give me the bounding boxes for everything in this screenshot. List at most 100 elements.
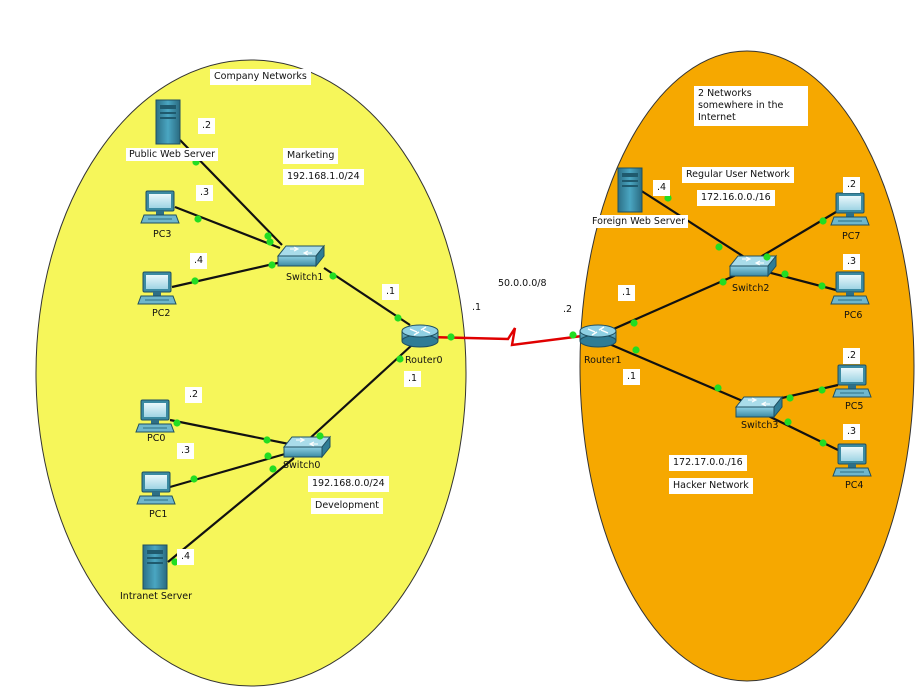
pc7-icon[interactable] <box>830 192 870 226</box>
link-pc2-switch1 <box>171 260 283 289</box>
address-pc1: .3 <box>177 443 195 459</box>
regular-user-network-label: Regular User Network <box>682 167 794 183</box>
label-pc3: PC3 <box>153 229 172 240</box>
label-switch3: Switch3 <box>741 420 779 431</box>
label-public-web-server: Public Web Server <box>126 148 219 161</box>
link-switch0-router0 <box>307 344 413 441</box>
pc3-icon[interactable] <box>140 190 180 224</box>
pc2-icon[interactable] <box>137 271 177 305</box>
port-indicator-switch0 <box>316 432 324 440</box>
port-indicator-switch1 <box>266 238 274 246</box>
label-pc5: PC5 <box>845 401 864 412</box>
router1-icon[interactable] <box>579 324 617 348</box>
link-foreign-web-server-switch2 <box>639 189 753 263</box>
port-indicator-router1 <box>632 346 640 354</box>
development-subnet-label: 192.168.0.0/24 <box>308 476 389 492</box>
company-network-area <box>35 59 467 687</box>
label-intranet-server: Intranet Server <box>120 591 193 602</box>
port-indicator-router0-wan <box>447 333 455 341</box>
foreign-web-server-icon[interactable] <box>617 167 643 213</box>
port-indicator-pc0 <box>173 419 181 427</box>
label-switch0: Switch0 <box>283 460 321 471</box>
address-router0-wan: .1 <box>468 300 486 316</box>
intranet-server-icon[interactable] <box>142 544 168 590</box>
port-indicator-switch2 <box>719 278 727 286</box>
company-networks-label: Company Networks <box>210 69 311 85</box>
address-pc5: .2 <box>843 348 861 364</box>
port-indicator-switch0 <box>263 436 271 444</box>
development-label: Development <box>311 498 383 514</box>
internet-network-area <box>579 50 915 682</box>
address-pc2: .4 <box>190 253 208 269</box>
address-intranet-server: .4 <box>177 549 195 565</box>
label-pc1: PC1 <box>149 509 168 520</box>
hacker-network-label: Hacker Network <box>669 478 753 494</box>
pc5-icon[interactable] <box>832 364 872 398</box>
port-indicator-switch3 <box>714 384 722 392</box>
address-pc6: .3 <box>843 254 861 270</box>
port-indicator-switch3 <box>784 418 792 426</box>
label-foreign-web-server: Foreign Web Server <box>589 215 689 228</box>
pc1-icon[interactable] <box>136 471 176 505</box>
link-router1-switch2 <box>599 266 753 337</box>
pc0-icon[interactable] <box>135 399 175 433</box>
switch1-icon[interactable] <box>276 244 326 268</box>
port-indicator-switch1 <box>268 261 276 269</box>
port-indicator-intranet-server <box>171 558 179 566</box>
label-pc0: PC0 <box>147 433 166 444</box>
label-pc6: PC6 <box>844 310 863 321</box>
port-indicator-pc4 <box>819 439 827 447</box>
router0-icon[interactable] <box>401 324 439 348</box>
marketing-label: Marketing <box>283 148 339 164</box>
link-pc3-switch1 <box>174 205 281 250</box>
public-web-server-icon[interactable] <box>155 99 181 145</box>
marketing-subnet-label: 192.168.1.0/24 <box>283 169 364 185</box>
address-pc0: .2 <box>185 387 203 403</box>
address-router1-lan3: .1 <box>623 369 641 385</box>
address-foreign-web-server: .4 <box>653 180 671 196</box>
port-indicator-switch0 <box>264 452 272 460</box>
port-indicator-pc2 <box>191 277 199 285</box>
serial-link-router0-router1 <box>427 327 591 347</box>
switch3-icon[interactable] <box>734 395 784 419</box>
address-router0-lan1: .1 <box>382 284 400 300</box>
address-router0-lan0: .1 <box>404 371 422 387</box>
port-indicator-router0 <box>394 314 402 322</box>
address-pc4: .3 <box>843 424 861 440</box>
hacker-subnet-label: 172.17.0.0./16 <box>669 455 747 471</box>
address-pc3: .3 <box>196 185 214 201</box>
port-indicator-router1-wan <box>569 331 577 339</box>
port-indicator-pc1 <box>190 475 198 483</box>
label-pc2: PC2 <box>152 308 171 319</box>
port-indicator-switch1 <box>264 232 272 240</box>
port-indicator-router0 <box>396 355 404 363</box>
port-indicator-pc7 <box>819 217 827 225</box>
label-pc7: PC7 <box>842 231 861 242</box>
link-pc0-switch0 <box>169 418 295 447</box>
address-router1-lan2: .1 <box>618 285 636 301</box>
switch0-icon[interactable] <box>282 435 332 459</box>
label-switch1: Switch1 <box>286 272 324 283</box>
address-router1-wan: .2 <box>559 302 577 318</box>
port-indicator-switch2 <box>763 253 771 261</box>
pc4-icon[interactable] <box>832 443 872 477</box>
wan-subnet-label: 50.0.0.0/8 <box>494 276 551 292</box>
port-indicator-pc5 <box>818 386 826 394</box>
label-switch2: Switch2 <box>732 283 770 294</box>
link-router1-switch3 <box>599 338 753 407</box>
port-indicator-pc6 <box>818 282 826 290</box>
label-pc4: PC4 <box>845 480 864 491</box>
port-indicator-switch0 <box>269 465 277 473</box>
port-indicator-switch2 <box>781 270 789 278</box>
link-pc1-switch0 <box>169 450 293 489</box>
internet-networks-label: 2 Networks somewhere in the Internet <box>694 86 808 126</box>
address-public-web-server: .2 <box>198 118 216 134</box>
port-indicator-switch2 <box>715 243 723 251</box>
label-router1: Router1 <box>584 355 622 366</box>
label-router0: Router0 <box>405 355 443 366</box>
port-indicator-switch1 <box>329 272 337 280</box>
port-indicator-switch3 <box>786 394 794 402</box>
pc6-icon[interactable] <box>830 271 870 305</box>
